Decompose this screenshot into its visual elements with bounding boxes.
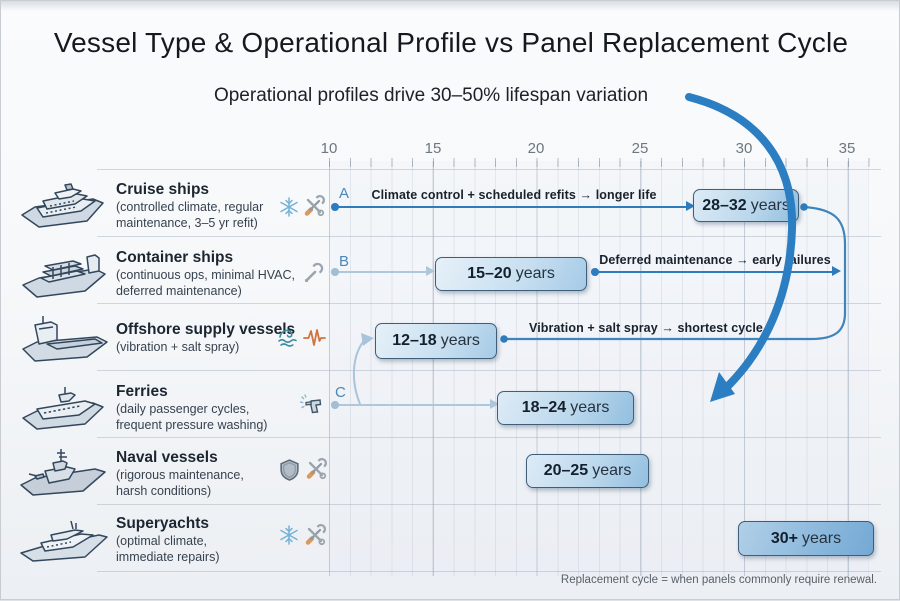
container-annotation: Deferred maintenance → early failures	[599, 253, 831, 267]
range-box-offshore: 12–18 years	[375, 323, 497, 359]
row-desc-line: (rigorous maintenance,	[116, 467, 244, 483]
row-name: Container ships	[116, 249, 233, 267]
ferry-icon	[15, 375, 111, 435]
row-desc-line: (continuous ops, minimal HVAC,	[116, 267, 295, 283]
range-box-container: 15–20 years	[435, 257, 587, 291]
container-ship-icon	[15, 241, 111, 301]
subtitle: Operational profiles drive 30–50% lifesp…	[1, 85, 861, 107]
range-box-naval: 20–25 years	[526, 454, 649, 488]
row-desc-line: (daily passenger cycles,	[116, 401, 249, 417]
vibration-icon	[303, 326, 327, 350]
axis-tick-label: 15	[416, 140, 450, 157]
arrow-head	[832, 266, 841, 276]
range-unit: years	[802, 530, 841, 548]
arrow-origin-dot	[331, 268, 339, 276]
wrench-icon	[301, 261, 325, 285]
offshore-annotation: Vibration + salt spray → shortest cycle	[506, 321, 786, 335]
crossed-tools-icon	[303, 523, 327, 547]
range-value: 18–24	[522, 399, 567, 417]
arrow-origin-dot	[591, 268, 599, 276]
range-value: 12–18	[392, 332, 437, 350]
axis-tick-label: 20	[519, 140, 553, 157]
axis-tick-marks	[329, 158, 870, 167]
row-desc-line: deferred maintenance)	[116, 283, 242, 299]
page-title: Vessel Type & Operational Profile vs Pan…	[1, 27, 900, 59]
row-desc-line: frequent pressure washing)	[116, 417, 267, 433]
range-unit: years	[516, 265, 555, 283]
wave-icon	[276, 325, 300, 349]
range-unit: years	[751, 197, 790, 215]
axis-tick-label: 10	[312, 140, 346, 157]
arrow-head	[426, 266, 435, 276]
row-desc-line: immediate repairs)	[116, 549, 220, 565]
row-desc-line: (optimal climate,	[116, 533, 207, 549]
axis-tick-label: 35	[830, 140, 864, 157]
range-box-cruise: 28–32 years	[693, 189, 799, 222]
range-unit: years	[441, 332, 480, 350]
axis-tick-label: 30	[727, 140, 761, 157]
range-unit: years	[592, 462, 631, 480]
range-value: 30+	[771, 530, 798, 548]
crossed-tools-icon	[304, 457, 328, 481]
marker-b: B	[339, 253, 349, 270]
row-desc-line: harsh conditions)	[116, 483, 211, 499]
range-value: 20–25	[544, 462, 589, 480]
range-value: 28–32	[702, 197, 747, 215]
row-name: Offshore supply vessels	[116, 321, 295, 339]
row-desc-line: maintenance, 3–5 yr refit)	[116, 215, 258, 231]
axis-tick-label: 25	[623, 140, 657, 157]
snowflake-icon	[278, 196, 300, 218]
cruise-annotation: Climate control + scheduled refits → lon…	[341, 188, 687, 202]
range-box-ferries: 18–24 years	[497, 391, 634, 425]
pressure-washer-icon	[299, 391, 325, 417]
arrow-origin-dot	[331, 401, 339, 409]
row-name: Naval vessels	[116, 449, 218, 467]
row-desc-line: (vibration + salt spray)	[116, 339, 239, 355]
offshore-supply-vessel-icon	[15, 307, 111, 367]
shield-icon	[278, 458, 301, 481]
row-name: Ferries	[116, 383, 168, 401]
row-name: Cruise ships	[116, 181, 209, 199]
superyacht-icon	[15, 507, 111, 567]
range-box-superyachts: 30+ years	[738, 521, 874, 556]
arrow-origin-dot	[331, 203, 339, 211]
snowflake-icon	[278, 524, 300, 546]
naval-vessel-icon	[15, 441, 111, 501]
range-unit: years	[570, 399, 609, 417]
range-value: 15–20	[467, 265, 512, 283]
footnote: Replacement cycle = when panels commonly…	[561, 574, 877, 586]
row-name: Superyachts	[116, 515, 209, 533]
cruise-ship-icon	[15, 173, 111, 233]
crossed-tools-icon	[302, 194, 326, 218]
row-desc-line: (controlled climate, regular	[116, 199, 263, 215]
marker-c: C	[335, 384, 346, 401]
